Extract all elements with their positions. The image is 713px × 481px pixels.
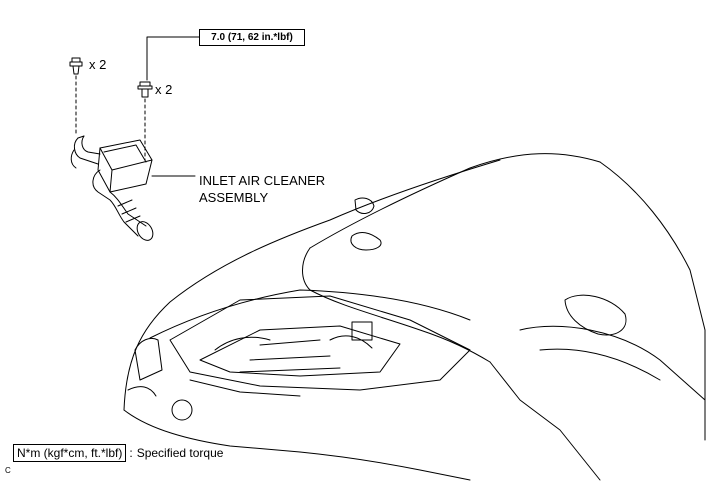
clip-fastener-icon [69,57,83,75]
bolt-icon [137,81,153,98]
legend-description: Specified torque [136,446,224,460]
part-name-line2: ASSEMBLY [199,190,269,205]
inlet-air-cleaner-assembly-icon [70,135,154,241]
clip-quantity-label: x 2 [89,57,107,72]
bolt-quantity-label: x 2 [155,82,173,97]
vehicle-front-icon [123,153,706,481]
figure-code: C [5,466,11,475]
part-name-label: INLET AIR CLEANER ASSEMBLY [199,172,325,206]
legend-unit-box: N*m (kgf*cm, ft.*lbf) [13,444,127,462]
legend-separator: : [129,446,133,460]
torque-spec-label: 7.0 (71, 62 in.*lbf) [199,29,305,46]
part-name-line1: INLET AIR CLEANER [199,173,326,188]
torque-leader-line [146,36,200,81]
torque-legend: N*m (kgf*cm, ft.*lbf) : Specified torque [13,444,223,462]
